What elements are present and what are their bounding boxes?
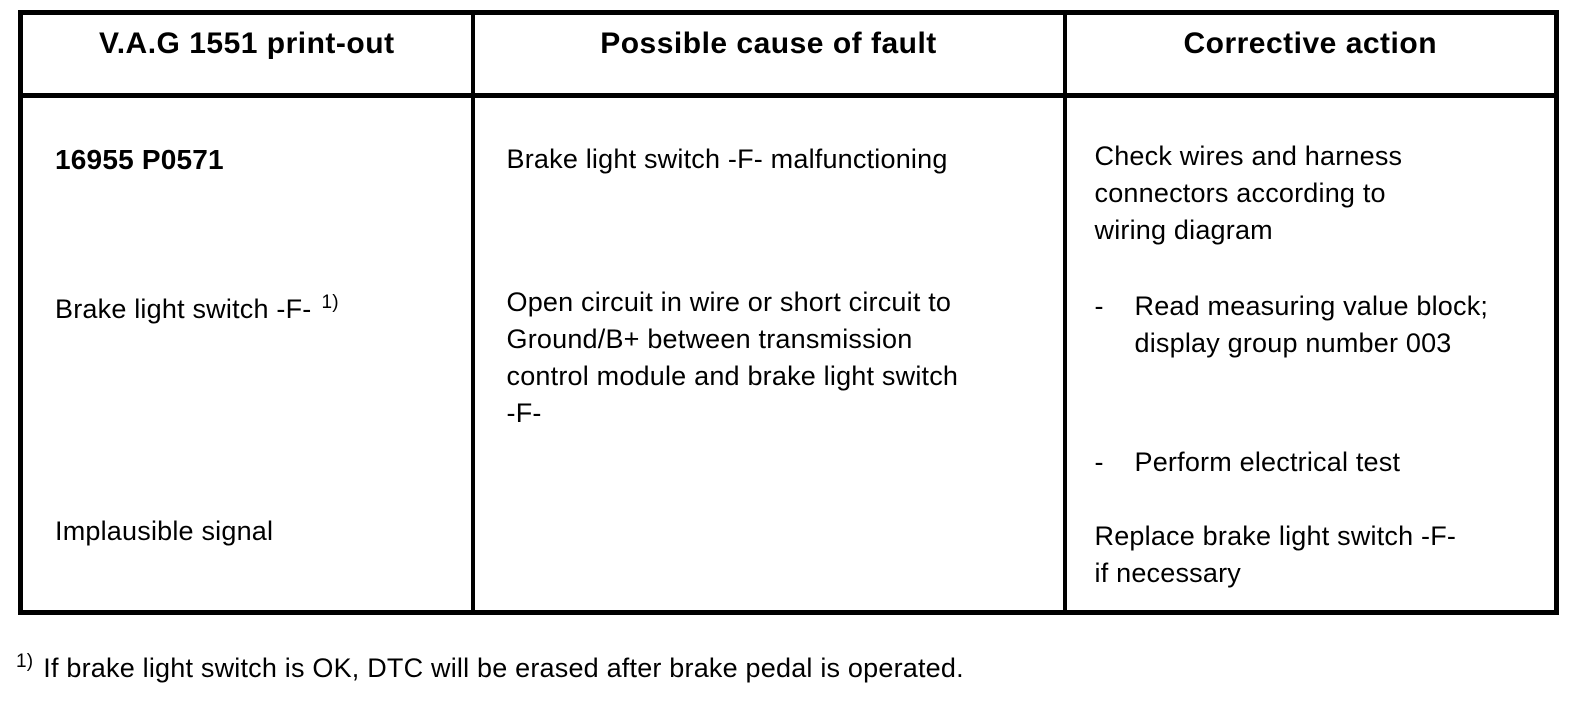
- table-header-row: V.A.G 1551 print-out Possible cause of f…: [18, 10, 1559, 98]
- bullet-dash: -: [1094, 447, 1104, 477]
- cell-possible-cause: Brake light switch -F- malfunctioning Op…: [470, 93, 1067, 615]
- bullet-text: Read measuring value block; display grou…: [1134, 291, 1489, 358]
- cause-1: Brake light switch -F- malfunctioning: [506, 144, 948, 174]
- bullet-dash: -: [1094, 291, 1104, 321]
- bullet-text: Perform electrical test: [1134, 447, 1401, 477]
- cell-corrective-action: Check wires and harness connectors accor…: [1062, 93, 1559, 615]
- header-cell-corrective-action: Corrective action: [1062, 10, 1559, 98]
- action-bullet-2: - Perform electrical test: [1095, 444, 1401, 481]
- footnote-marker-ref: 1): [321, 292, 339, 313]
- table-body-row: 16955 P0571 Brake light switch -F- 1) Imp…: [18, 93, 1559, 615]
- symptom-text: Implausible signal: [55, 516, 274, 546]
- cause-2: Open circuit in wire or short circuit to…: [506, 287, 959, 428]
- action-bullet-1: - Read measuring value block; display gr…: [1095, 288, 1489, 362]
- action-1: Check wires and harness connectors accor…: [1094, 141, 1403, 245]
- footnote-text: If brake light switch is OK, DTC will be…: [43, 653, 964, 683]
- cell-printout: 16955 P0571 Brake light switch -F- 1) Imp…: [18, 93, 475, 615]
- dtc-table: V.A.G 1551 print-out Possible cause of f…: [18, 10, 1559, 615]
- component-text: Brake light switch -F-: [55, 294, 312, 324]
- footnote-marker: 1): [16, 651, 34, 672]
- header-cell-possible-cause: Possible cause of fault: [470, 10, 1067, 98]
- component-name: Brake light switch -F- 1): [55, 291, 339, 328]
- footnote: 1) If brake light switch is OK, DTC will …: [16, 652, 964, 684]
- header-cell-printout: V.A.G 1551 print-out: [18, 10, 475, 98]
- dtc-code: 16955 P0571: [55, 144, 224, 175]
- action-2: Replace brake light switch -F- if necess…: [1094, 521, 1457, 588]
